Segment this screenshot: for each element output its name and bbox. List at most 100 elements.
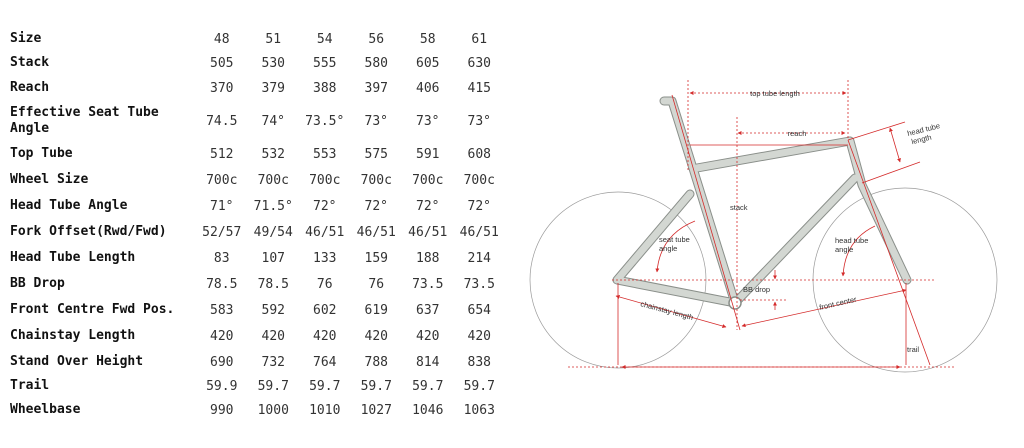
row-label: Wheelbase [10,402,81,417]
table-cell: 73° [416,113,440,129]
table-cell: 532 [261,146,285,162]
label-head-tube-length: head tubelength [906,121,943,147]
row-label: Wheel Size [10,172,89,187]
table-cell: 605 [416,55,440,71]
label-stack: stack [730,203,748,212]
table-cell: 788 [364,354,388,370]
table-cell: 59.7 [257,378,289,394]
table-cell: 159 [364,250,388,266]
table-cell: 397 [364,80,388,96]
row-label: Trail [10,378,50,393]
table-cell: 78.5 [257,276,289,292]
label-bb-drop: BB drop [743,285,770,294]
table-cell: 83 [213,250,230,266]
table-cell: 512 [210,146,234,162]
table-cell: 654 [467,302,491,318]
size-header-cell: 61 [471,31,488,47]
label-seat-tube-angle-2: angle [659,244,677,253]
table-cell: 71.5° [253,198,293,214]
size-header-cell: 51 [265,31,282,47]
table-cell: 72° [416,198,440,214]
table-cell: 72° [313,198,337,214]
table-cell: 420 [261,328,285,344]
table-cell: 74.5 [206,113,238,129]
table-cell: 415 [467,80,491,96]
table-cell: 78.5 [206,276,238,292]
table-cell: 76 [368,276,385,292]
table-row: Reach 370 379 388 397 406 415 [10,75,505,101]
table-cell: 73° [467,113,491,129]
table-cell: 420 [416,328,440,344]
table-cell: 592 [261,302,285,318]
row-label: Effective Seat Tube Angle [10,105,159,136]
table-cell: 46/51 [459,224,499,240]
table-cell: 46/51 [356,224,396,240]
label-front-center: front center [818,295,857,312]
table-cell: 619 [364,302,388,318]
label-trail: trail [907,345,919,354]
table-cell: 690 [210,354,234,370]
table-cell: 406 [416,80,440,96]
table-cell: 420 [313,328,337,344]
table-cell: 1000 [257,402,289,418]
table-cell: 46/51 [305,224,345,240]
table-cell: 838 [467,354,491,370]
table-cell: 71° [210,198,234,214]
size-header-cell: 58 [419,31,436,47]
label-head-tube-angle-1: head tube [835,236,868,245]
table-row: Fork Offset(Rwd/Fwd) 52/57 49/54 46/51 46/51… [10,219,505,245]
table-cell: 420 [210,328,234,344]
table-cell: 188 [416,250,440,266]
row-label: Fork Offset(Rwd/Fwd) [10,224,167,239]
table-cell: 700c [360,172,392,188]
table-cell: 59.7 [463,378,495,394]
row-label: Top Tube [10,146,73,161]
table-cell: 764 [313,354,337,370]
table-cell: 591 [416,146,440,162]
table-cell: 370 [210,80,234,96]
label-chainstay-length: chainstay length [639,299,694,322]
table-cell: 388 [313,80,337,96]
table-cell: 59.7 [412,378,444,394]
table-cell: 700c [257,172,289,188]
table-cell: 73.5 [412,276,444,292]
table-cell: 107 [261,250,285,266]
row-label: Reach [10,80,50,95]
label-reach: reach [788,129,807,138]
table-cell: 52/57 [202,224,242,240]
table-cell: 1027 [360,402,392,418]
row-label: Stand Over Height [10,354,144,369]
table-cell: 530 [261,55,285,71]
table-cell: 59.7 [360,378,392,394]
table-cell: 133 [313,250,337,266]
size-header-cell: 56 [368,31,385,47]
table-cell: 1046 [412,402,444,418]
table-cell: 990 [210,402,234,418]
table-cell: 59.9 [206,378,238,394]
table-row: Stand Over Height 690 732 764 788 814 838 [10,349,505,375]
table-cell: 73.5 [463,276,495,292]
table-cell: 814 [416,354,440,370]
size-header-cell: 48 [213,31,230,47]
table-cell: 214 [467,250,491,266]
table-cell: 553 [313,146,337,162]
label-top-tube-length: top tube length [750,89,800,98]
table-cell: 379 [261,80,285,96]
table-cell: 49/54 [253,224,293,240]
label-seat-tube-angle-1: seat tube [659,235,690,244]
table-cell: 732 [261,354,285,370]
table-cell: 700c [412,172,444,188]
table-cell: 637 [416,302,440,318]
